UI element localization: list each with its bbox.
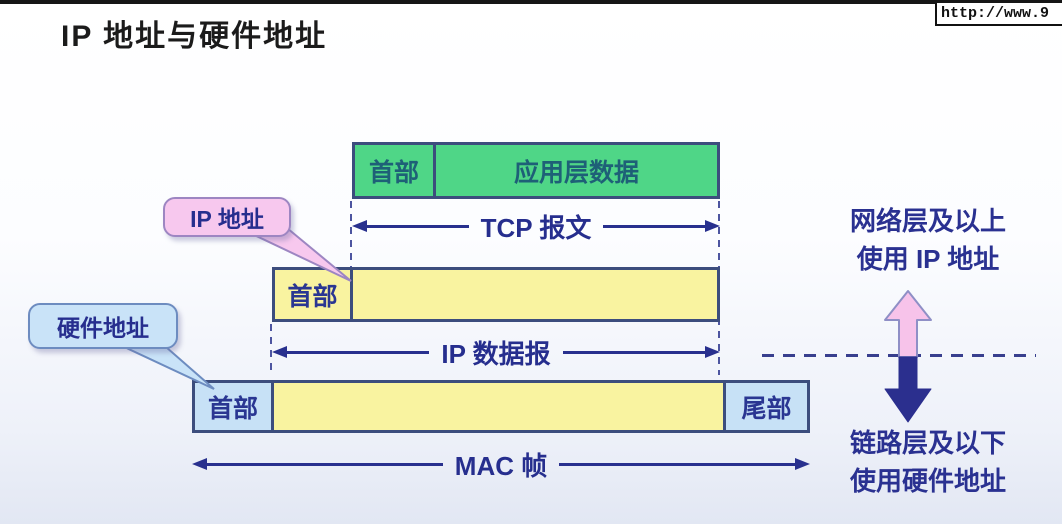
ip-datagram-measure: IP 数据报 — [272, 338, 721, 369]
mac-box-payload-cell — [274, 383, 723, 430]
dashed-guide-left-ip — [270, 324, 272, 375]
arrowhead-left-icon — [272, 346, 287, 358]
ip-box-header-cell: 首部 — [275, 270, 353, 319]
application-data-box: 首部 应用层数据 — [352, 142, 720, 199]
tcp-segment-label: TCP 报文 — [480, 212, 592, 243]
down-arrow-icon — [884, 356, 932, 423]
measure-line — [207, 462, 443, 466]
app-box-header-cell: 首部 — [355, 145, 436, 196]
arrowhead-right-icon — [705, 346, 721, 358]
note-link-layer: 链路层及以下 使用硬件地址 — [823, 424, 1033, 500]
note-link-layer-line1: 链路层及以下 — [849, 428, 1006, 458]
measure-line — [287, 350, 430, 354]
page-title: IP 地址与硬件地址 — [61, 20, 328, 53]
ip-box-payload-cell — [353, 270, 717, 319]
measure-line — [367, 224, 469, 228]
mac-box-trailer-cell: 尾部 — [723, 383, 807, 430]
mac-frame-label: MAC 帧 — [454, 450, 548, 481]
note-link-layer-line2: 使用硬件地址 — [849, 466, 1006, 496]
watermark-url: http://www.9 — [935, 3, 1062, 26]
arrowhead-right-icon — [705, 220, 721, 232]
tcp-segment-measure: TCP 报文 — [352, 212, 721, 243]
note-network-layer-line1: 网络层及以上 — [849, 206, 1006, 236]
app-box-payload-cell: 应用层数据 — [513, 158, 639, 187]
arrowhead-right-icon — [795, 458, 810, 470]
arrowhead-left-icon — [192, 458, 207, 470]
up-arrow-icon — [884, 290, 932, 358]
ip-datagram-box: 首部 — [272, 267, 720, 322]
hardware-address-callout: 硬件地址 — [28, 303, 178, 349]
mac-frame-measure: MAC 帧 — [192, 450, 810, 481]
layer-boundary-dashed-line — [762, 354, 1036, 357]
measure-line — [562, 350, 706, 354]
measure-line — [559, 462, 795, 466]
note-network-layer: 网络层及以上 使用 IP 地址 — [823, 202, 1033, 278]
measure-line — [603, 224, 706, 228]
mac-box-header-cell: 首部 — [195, 383, 274, 430]
arrowhead-left-icon — [352, 220, 367, 232]
ip-datagram-label: IP 数据报 — [441, 338, 551, 369]
ip-address-callout: IP 地址 — [163, 197, 291, 237]
note-network-layer-line2: 使用 IP 地址 — [856, 244, 1000, 274]
mac-frame-box: 首部 尾部 — [192, 380, 810, 433]
top-black-strip — [0, 0, 1062, 4]
